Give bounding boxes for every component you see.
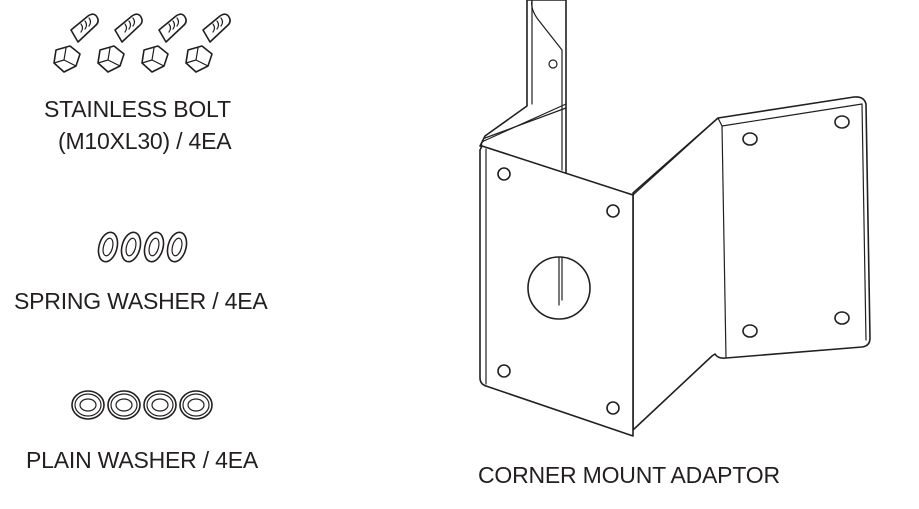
adaptor-label: CORNER MOUNT ADAPTOR [478,462,780,488]
spring-washer-label: SPRING WASHER / 4EA [14,288,268,314]
spring-washer-1 [97,231,119,263]
plain-washer-label: PLAIN WASHER / 4EA [26,447,259,473]
stainless-bolts-illustration [53,13,231,73]
plain-washer-1 [71,390,105,420]
spring-washer-3 [143,231,165,263]
spring-washer-4 [166,231,188,263]
corner-mount-adaptor-illustration [479,0,871,437]
bolt-2 [97,13,143,73]
spring-washers-illustration [97,231,188,263]
bolt-label: STAINLESS BOLT [44,96,231,122]
spring-washer-2 [120,231,142,263]
plain-washer-4 [179,390,213,420]
adaptor-back-plate [479,0,567,175]
plain-washers-illustration [71,390,213,420]
adaptor-right-wing [632,96,871,431]
bolt-3 [141,13,187,73]
bolt-4 [185,13,231,73]
bolt-1 [53,13,99,73]
bolt-spec-label: (M10XL30) / 4EA [58,128,232,154]
plain-washer-3 [143,390,177,420]
plain-washer-2 [107,390,141,420]
